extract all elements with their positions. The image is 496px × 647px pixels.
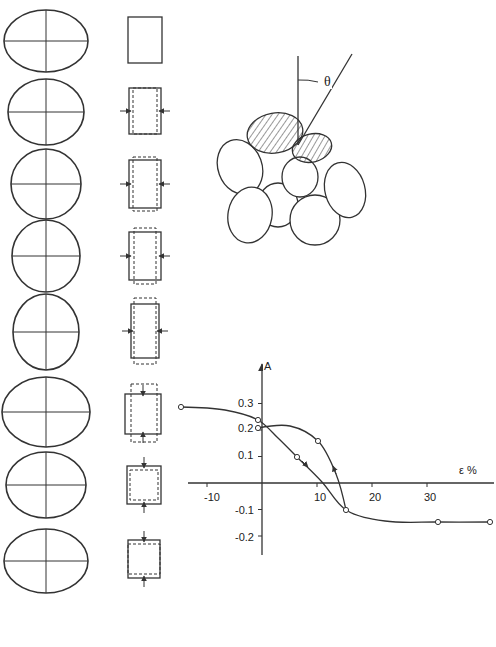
angle-label: θ	[323, 74, 332, 89]
tick-label: 20	[368, 491, 382, 503]
chart	[178, 364, 494, 555]
tick-label: 30	[423, 491, 437, 503]
ellipse-column	[2, 10, 90, 593]
tick-label: -0.2	[234, 531, 255, 543]
deformation-boxes	[120, 17, 170, 587]
tick-label: 0.2	[237, 422, 254, 434]
tick-label: -10	[203, 491, 221, 503]
axis-label: A	[263, 360, 272, 372]
axis-label: ε %	[458, 464, 478, 476]
tick-label: 10	[313, 491, 327, 503]
tick-label: 0.3	[237, 397, 254, 409]
tick-label: -0.1	[234, 504, 255, 516]
tick-label: 0.1	[237, 449, 254, 461]
grain-cluster	[210, 54, 372, 246]
